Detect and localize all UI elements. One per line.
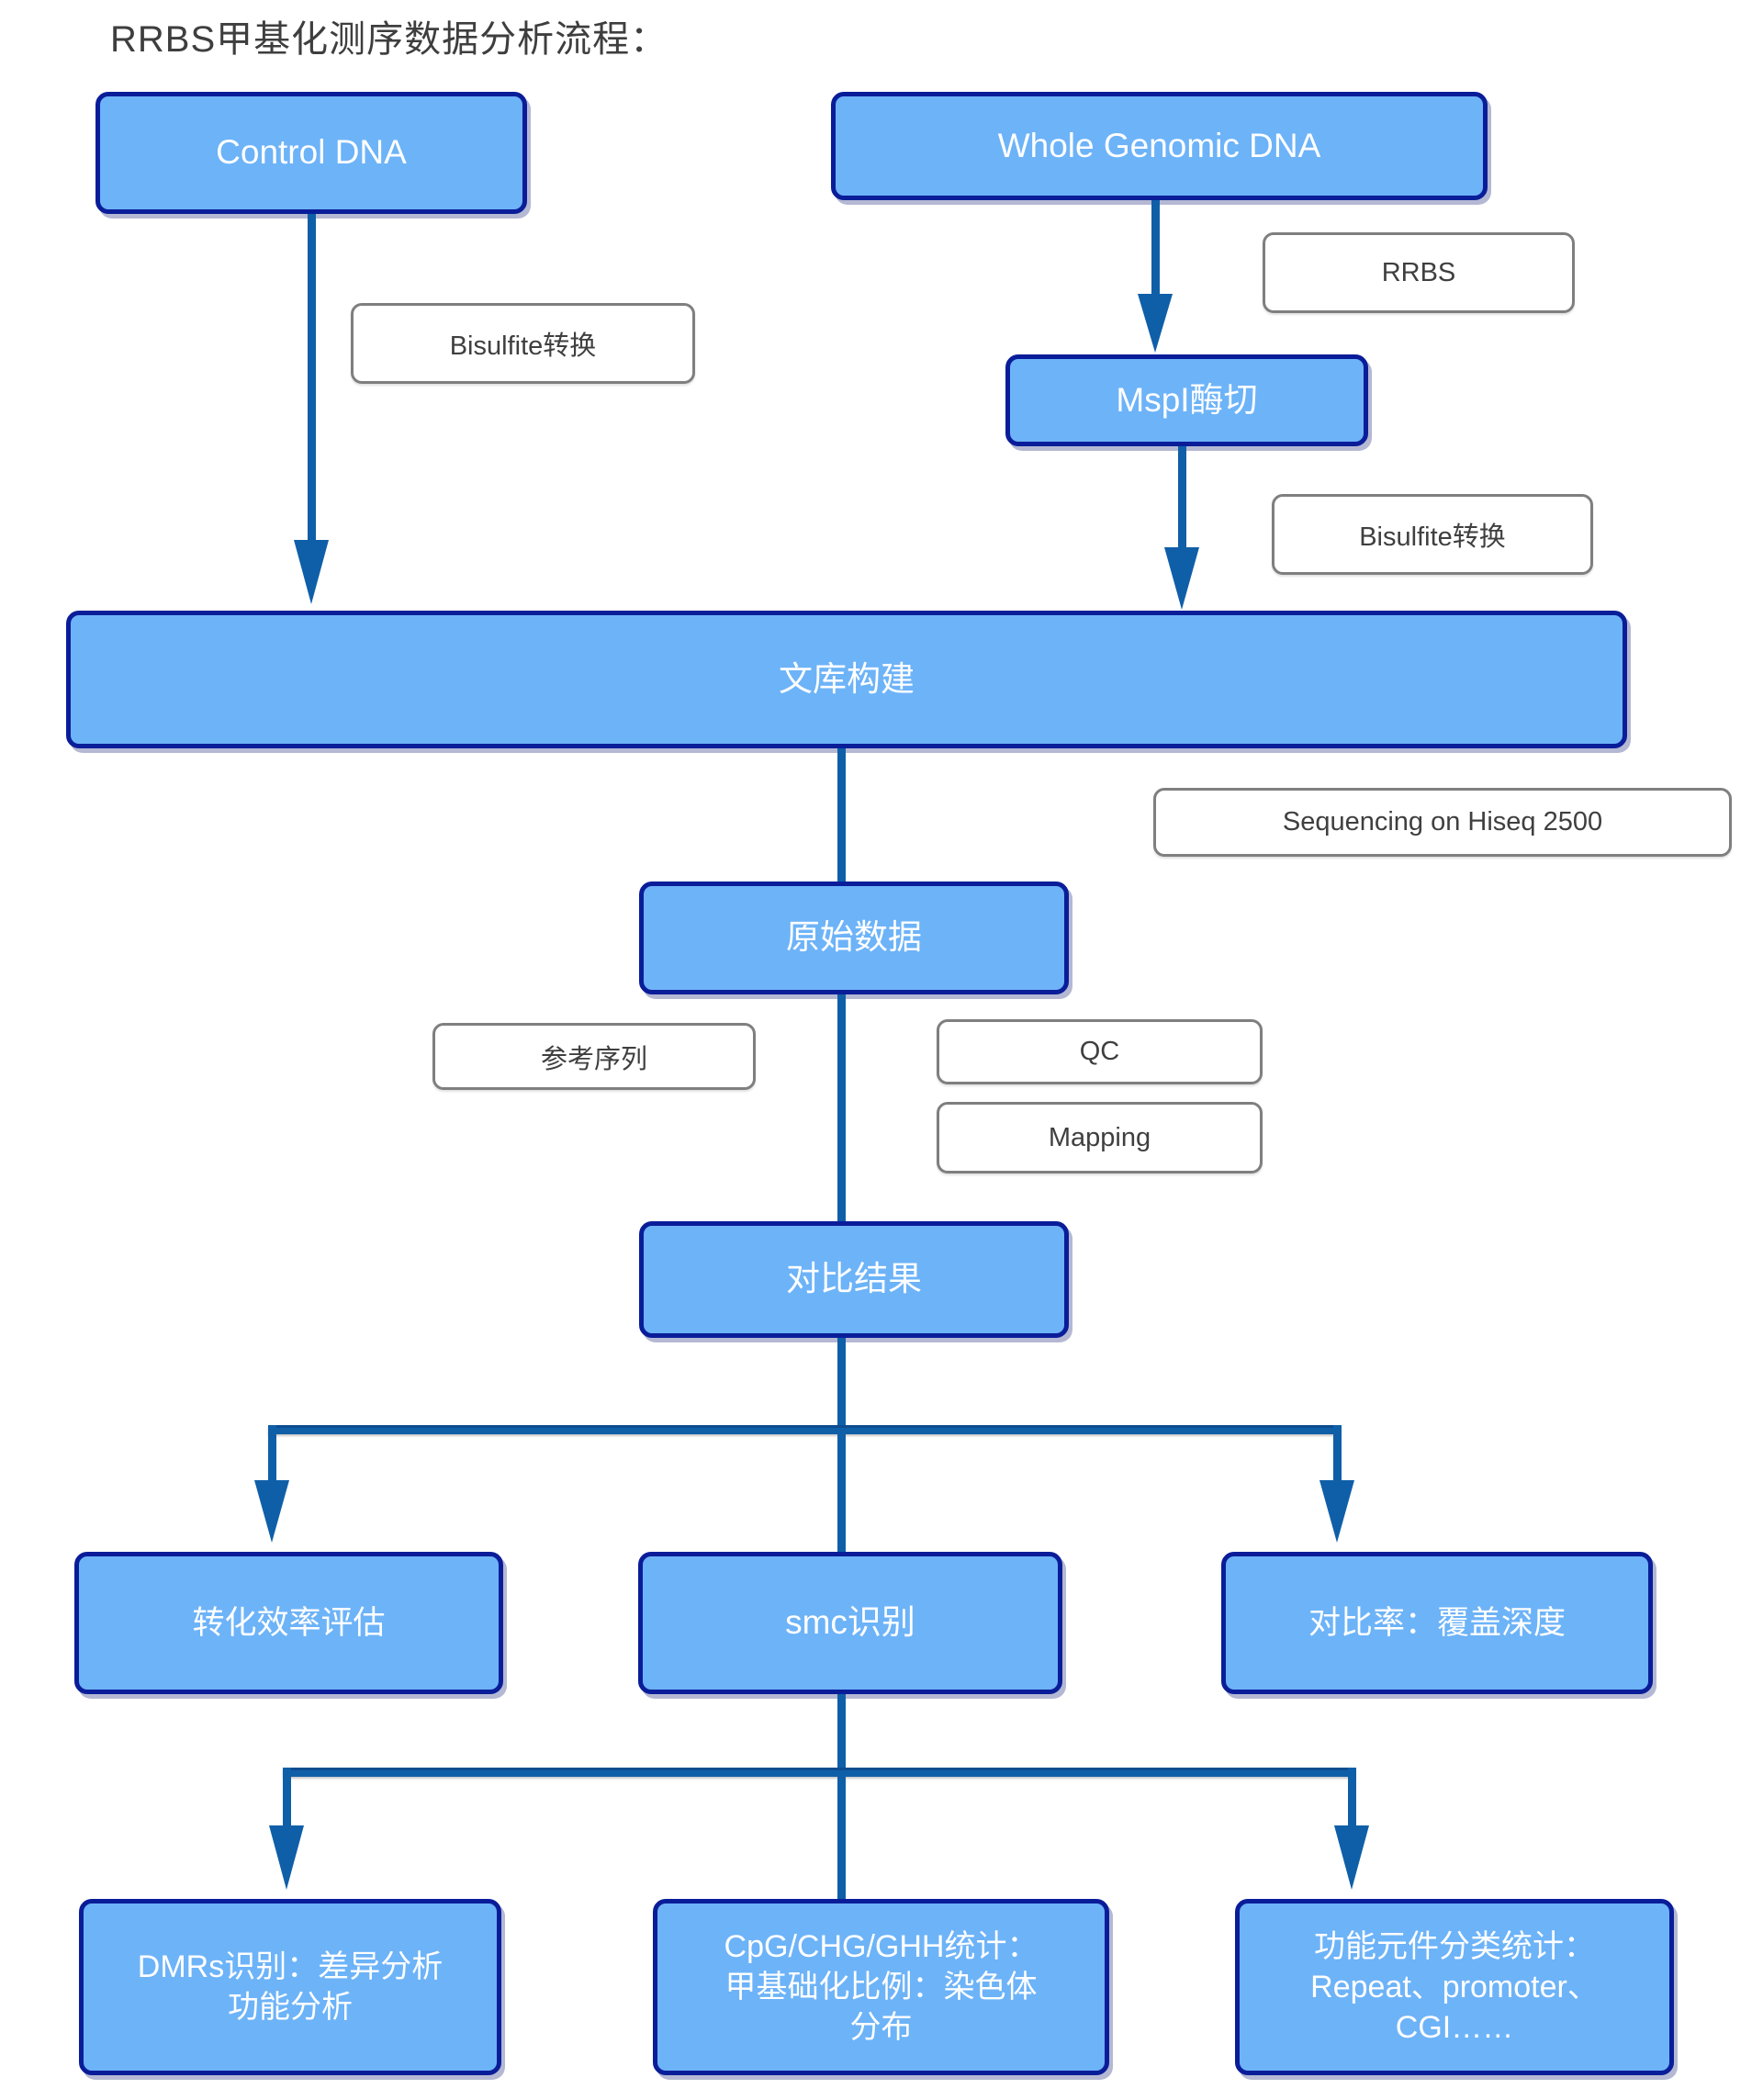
- arrow-branch2-right-shaft: [1348, 1768, 1356, 1827]
- connector-branch2-to-cpg: [837, 1777, 846, 1899]
- label-rrbs-text: RRBS: [1381, 257, 1456, 287]
- page-title: RRBS甲基化测序数据分析流程：: [110, 19, 668, 60]
- arrow-branch1-left-shaft: [268, 1425, 276, 1484]
- arrow-down-icon: [1319, 1480, 1354, 1543]
- arrow-control-to-library-shaft: [308, 214, 316, 542]
- connector-raw-to-alignment: [837, 994, 846, 1221]
- arrow-down-icon: [294, 540, 329, 604]
- node-functional-element-stats: 功能元件分类统计： Repeat、promoter、 CGI……: [1235, 1899, 1674, 2075]
- label-mapping: Mapping: [937, 1102, 1263, 1174]
- node-mapping-rate-coverage-label: 对比率：覆盖深度: [1308, 1604, 1566, 1641]
- node-whole-genomic-dna-label: Whole Genomic DNA: [997, 126, 1321, 164]
- connector-library-to-raw: [837, 748, 846, 882]
- node-cpg-chg-ghh-stats-label: CpG/CHG/GHH统计： 甲基础化比例：染色体 分布: [724, 1928, 1039, 2046]
- label-reference-sequence: 参考序列: [432, 1023, 756, 1090]
- node-mapping-rate-coverage: 对比率：覆盖深度: [1221, 1552, 1653, 1694]
- node-conversion-efficiency: 转化效率评估: [74, 1552, 503, 1694]
- label-qc-text: QC: [1079, 1037, 1120, 1066]
- arrow-branch1-right-shaft: [1333, 1425, 1342, 1484]
- node-dmrs-identification: DMRs识别：差异分析 功能分析: [79, 1899, 501, 2075]
- arrow-branch2-left-shaft: [283, 1768, 291, 1827]
- node-library-construction: 文库构建: [66, 611, 1627, 748]
- node-dmrs-identification-label: DMRs识别：差异分析 功能分析: [137, 1948, 444, 2025]
- connector-alignment-to-branch: [837, 1338, 846, 1430]
- connector-smc-to-branch: [837, 1694, 846, 1772]
- label-bisulfite-conversion-left-text: Bisulfite转换: [449, 331, 597, 361]
- label-sequencing-hiseq: Sequencing on Hiseq 2500: [1153, 788, 1732, 857]
- label-sequencing-hiseq-text: Sequencing on Hiseq 2500: [1282, 807, 1603, 837]
- node-functional-element-stats-label: 功能元件分类统计： Repeat、promoter、 CGI……: [1310, 1928, 1599, 2046]
- branch-bar-1: [268, 1425, 1341, 1434]
- node-cpg-chg-ghh-stats: CpG/CHG/GHH统计： 甲基础化比例：染色体 分布: [653, 1899, 1109, 2075]
- node-raw-data: 原始数据: [639, 882, 1069, 994]
- label-reference-sequence-text: 参考序列: [540, 1044, 647, 1074]
- arrow-down-icon: [1164, 547, 1199, 610]
- arrow-wgd-to-mspi-shaft: [1151, 200, 1160, 298]
- node-control-dna: Control DNA: [95, 92, 527, 214]
- node-alignment-result: 对比结果: [639, 1221, 1069, 1338]
- node-smc-identification-label: smc识别: [785, 1603, 915, 1642]
- label-qc: QC: [937, 1019, 1263, 1084]
- node-raw-data-label: 原始数据: [786, 918, 922, 957]
- node-mspi-digestion: MspI酶切: [1005, 354, 1368, 446]
- label-bisulfite-conversion-right: Bisulfite转换: [1272, 494, 1593, 575]
- node-control-dna-label: Control DNA: [216, 133, 407, 172]
- label-rrbs: RRBS: [1263, 232, 1575, 313]
- node-conversion-efficiency-label: 转化效率评估: [192, 1604, 386, 1641]
- node-mspi-digestion-label: MspI酶切: [1116, 380, 1258, 419]
- branch-bar-2: [283, 1768, 1355, 1777]
- label-mapping-text: Mapping: [1048, 1122, 1151, 1152]
- arrow-down-icon: [1334, 1825, 1369, 1890]
- label-bisulfite-conversion-left: Bisulfite转换: [351, 303, 695, 384]
- node-whole-genomic-dna: Whole Genomic DNA: [831, 92, 1488, 200]
- arrow-down-icon: [254, 1480, 289, 1543]
- label-bisulfite-conversion-right-text: Bisulfite转换: [1359, 522, 1506, 552]
- node-library-construction-label: 文库构建: [779, 659, 915, 698]
- connector-branch1-to-smc: [837, 1434, 846, 1552]
- node-smc-identification: smc识别: [638, 1552, 1062, 1694]
- arrow-mspi-to-library-shaft: [1178, 446, 1186, 549]
- arrow-down-icon: [1138, 294, 1173, 353]
- node-alignment-result-label: 对比结果: [786, 1260, 922, 1298]
- arrow-down-icon: [269, 1825, 304, 1890]
